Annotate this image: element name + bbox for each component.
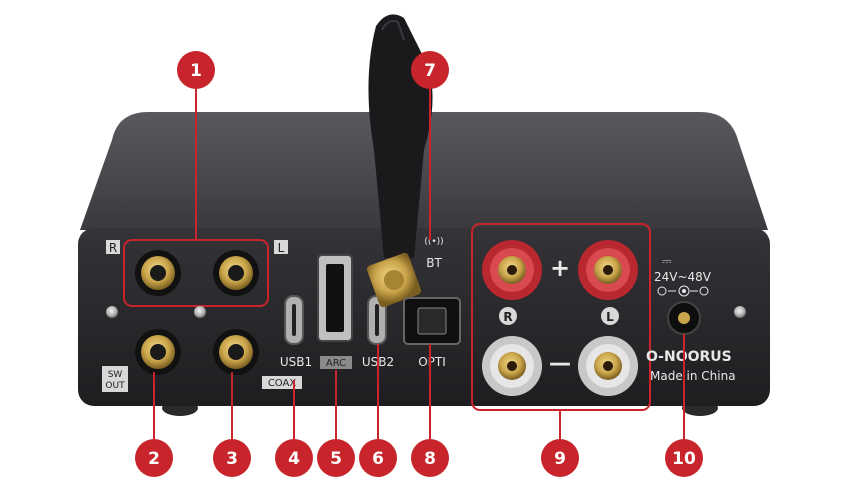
opti-label: OPTI (418, 355, 446, 369)
plus-label: + (550, 254, 570, 282)
arc-label: ARC (326, 358, 346, 369)
svg-text:1: 1 (190, 61, 202, 81)
rca-jack-input[interactable] (213, 329, 259, 375)
minus-label: — (549, 351, 571, 376)
speaker-r-label: R (503, 310, 512, 324)
rca-jack-top-right[interactable] (213, 250, 259, 296)
panel-screws (106, 306, 746, 318)
r-top-label: R (109, 241, 117, 255)
brand-label: O-NOORUS (646, 349, 732, 365)
callout-leader-lines (153, 88, 685, 440)
svg-text:7: 7 (424, 61, 436, 81)
speaker-post-l-positive[interactable] (578, 240, 638, 300)
speaker-post-r-negative[interactable] (482, 336, 542, 396)
sw-label-line2: OUT (105, 381, 125, 391)
callout-8: 8 (411, 439, 449, 477)
callout-2: 2 (135, 439, 173, 477)
bt-label: BT (426, 256, 442, 270)
callout-10: 10 (665, 439, 703, 477)
made-in-label: Made in China (650, 369, 736, 383)
callout-1: 1 (177, 51, 215, 89)
callout-4: 4 (275, 439, 313, 477)
bt-wireless-icon: ((•)) (424, 237, 443, 247)
voltage-label: 24V~48V (654, 270, 712, 284)
svg-text:3: 3 (226, 449, 238, 469)
callout-9: 9 (541, 439, 579, 477)
speaker-post-r-positive[interactable] (482, 240, 542, 300)
callout-5: 5 (317, 439, 355, 477)
svg-text:2: 2 (148, 449, 160, 469)
coax-label: COAX (268, 378, 297, 389)
svg-text:6: 6 (372, 449, 384, 469)
polarity-icon (657, 285, 709, 297)
svg-text:9: 9 (554, 449, 566, 469)
svg-text:5: 5 (330, 449, 342, 469)
svg-text:4: 4 (288, 449, 300, 469)
callout-6: 6 (359, 439, 397, 477)
svg-text:10: 10 (672, 449, 696, 469)
dc-power-jack[interactable] (667, 301, 701, 335)
sw-label-line1: SW (108, 370, 123, 380)
rca-jack-sw-out[interactable] (135, 329, 181, 375)
speaker-post-l-negative[interactable] (578, 336, 638, 396)
callout-3: 3 (213, 439, 251, 477)
l-top-label: L (278, 241, 285, 255)
chassis-top (80, 112, 768, 230)
callout-7: 7 (411, 51, 449, 89)
rca-jack-top-left[interactable] (135, 250, 181, 296)
dc-symbol: ⎓ (662, 254, 672, 268)
speaker-l-label: L (606, 310, 614, 324)
svg-text:8: 8 (424, 449, 436, 469)
usb1-label: USB1 (280, 355, 312, 369)
